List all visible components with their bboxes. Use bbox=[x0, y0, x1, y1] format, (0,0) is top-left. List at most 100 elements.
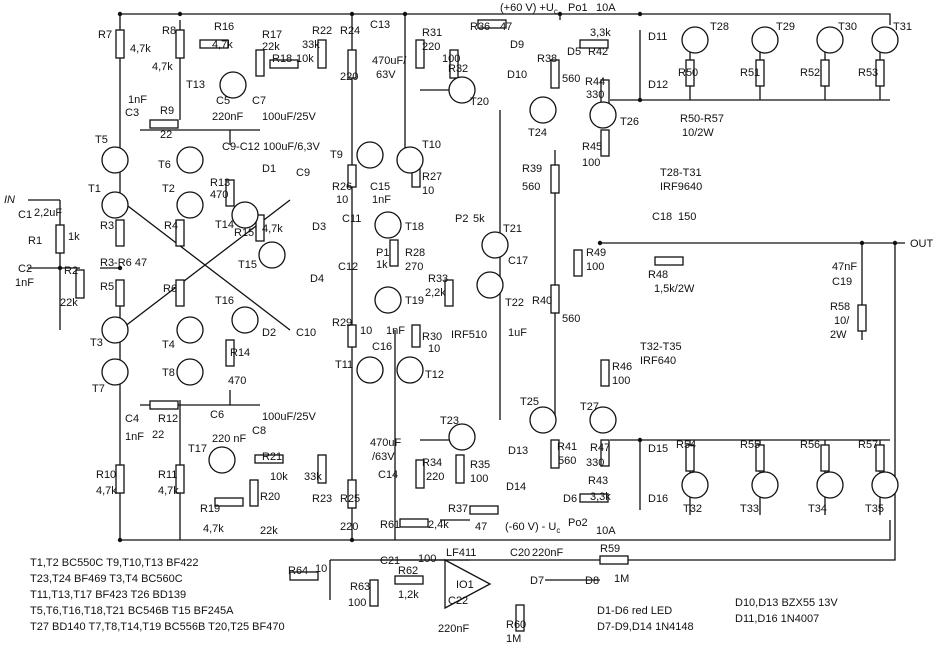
c21-label: C21 bbox=[380, 555, 400, 567]
d12-label: D12 bbox=[648, 79, 668, 91]
r17-value: 22k bbox=[262, 41, 280, 53]
r5-label: R5 bbox=[100, 281, 114, 293]
r32-label: R32 bbox=[448, 63, 468, 75]
r45-value: 100 bbox=[582, 157, 600, 169]
c19-value: 47nF bbox=[832, 261, 857, 273]
r50r57-value: 10/2W bbox=[682, 127, 714, 139]
r15-label: R15 bbox=[234, 227, 254, 239]
r51-label: R51 bbox=[740, 67, 760, 79]
c9c12-label: C9-C12 100uF/6,3V bbox=[222, 141, 320, 153]
r47-label: R47 bbox=[590, 442, 610, 454]
c15-value: 1nF bbox=[372, 194, 391, 206]
t22-label: T22 bbox=[505, 297, 524, 309]
r34-value: 220 bbox=[426, 471, 444, 483]
r27-label: R27 bbox=[422, 171, 442, 183]
t16-label: T16 bbox=[215, 295, 234, 307]
r4-label: R4 bbox=[164, 220, 178, 232]
c8-label: C8 bbox=[252, 425, 266, 437]
r58-value: 10/ bbox=[834, 315, 850, 327]
c15-label: C15 bbox=[370, 181, 390, 193]
r46-value: 100 bbox=[612, 375, 630, 387]
c6-value: 220 nF bbox=[212, 433, 247, 445]
p1-label: P1 bbox=[376, 247, 389, 259]
r64-value: 10 bbox=[315, 563, 327, 575]
r59-label: R59 bbox=[600, 543, 620, 555]
parts-notes: T1,T2 BC550C T9,T10,T13 BF422 T23,T24 BF… bbox=[30, 557, 838, 633]
r20-label: R20 bbox=[260, 491, 280, 503]
r24-label: R24 bbox=[340, 25, 360, 37]
c8-value: 100uF/25V bbox=[262, 411, 316, 423]
t23-label: T23 bbox=[440, 415, 459, 427]
output-label: OUT bbox=[910, 238, 934, 250]
r30-value: 10 bbox=[428, 343, 440, 355]
d8-label: D8 bbox=[585, 575, 599, 587]
neg-rail-label: (-60 V) - Uc bbox=[505, 521, 560, 535]
r59-value: 1M bbox=[614, 573, 629, 585]
r23-label: R23 bbox=[312, 493, 332, 505]
r13-label: R13 bbox=[210, 177, 230, 189]
r29-value: 10 bbox=[360, 325, 372, 337]
r16-value: 4,7k bbox=[212, 39, 233, 51]
d2-label: D2 bbox=[262, 327, 276, 339]
t24-label: T24 bbox=[528, 127, 547, 139]
c3-label: C3 bbox=[125, 107, 139, 119]
c18-label: C18 bbox=[652, 211, 672, 223]
r3r6-label: R3-R6 47 bbox=[100, 257, 147, 269]
irf510-label: IRF510 bbox=[451, 329, 487, 341]
r10-label: R10 bbox=[96, 469, 116, 481]
note-line-5: T27 BD140 T7,T8,T14,T19 BC556B T20,T25 B… bbox=[30, 621, 285, 633]
r1-value: 1k bbox=[68, 231, 80, 243]
c12-label: C12 bbox=[338, 261, 358, 273]
r21-label: R21 bbox=[262, 451, 282, 463]
d4-label: D4 bbox=[310, 273, 324, 285]
r53-label: R53 bbox=[858, 67, 878, 79]
fuse1-label: Po1 bbox=[568, 2, 588, 14]
r45-label: R45 bbox=[582, 141, 602, 153]
c22-label: C22 bbox=[448, 595, 468, 607]
io1-label: IO1 bbox=[456, 579, 474, 591]
t15-label: T15 bbox=[238, 259, 257, 271]
t1-label: T1 bbox=[88, 183, 101, 195]
r15-value: 4,7k bbox=[262, 223, 283, 235]
r36-value: 47 bbox=[500, 21, 512, 33]
r62-label: R62 bbox=[398, 565, 418, 577]
c18-value: 150 bbox=[678, 211, 696, 223]
r6-label: R6 bbox=[163, 283, 177, 295]
r54-label: R54 bbox=[676, 439, 696, 451]
r11-value: 4,7k bbox=[158, 485, 179, 497]
c22-value: 220nF bbox=[438, 623, 469, 635]
r52-label: R52 bbox=[800, 67, 820, 79]
r46-label: R46 bbox=[612, 361, 632, 373]
r8-label: R8 bbox=[162, 25, 176, 37]
r41-value: 560 bbox=[558, 455, 576, 467]
r60-label: R60 bbox=[506, 619, 526, 631]
c5-value: 220nF bbox=[212, 111, 243, 123]
t5-label: T5 bbox=[95, 134, 108, 146]
r14-value: 470 bbox=[228, 375, 246, 387]
labels: (+60 V) +Uc (-60 V) - Uc Po1 10A Po2 10A… bbox=[4, 2, 934, 645]
r20-value: 22k bbox=[260, 525, 278, 537]
r56-label: R56 bbox=[800, 439, 820, 451]
c16-label: C16 bbox=[372, 341, 392, 353]
d1-label: D1 bbox=[262, 163, 276, 175]
d16-label: D16 bbox=[648, 493, 668, 505]
r19-label: R19 bbox=[200, 503, 220, 515]
r26-value: 10 bbox=[336, 194, 348, 206]
t11-label: T11 bbox=[335, 359, 353, 371]
r17-label: R17 bbox=[262, 29, 282, 41]
c4-value: 1nF bbox=[125, 431, 144, 443]
t8-label: T8 bbox=[162, 367, 175, 379]
r50-label: R50 bbox=[678, 67, 698, 79]
r55-label: R55 bbox=[740, 439, 760, 451]
transistors bbox=[101, 26, 899, 499]
r36-label: R36 bbox=[470, 21, 490, 33]
r38-label: R38 bbox=[537, 53, 557, 65]
r41-label: R41 bbox=[557, 441, 577, 453]
p1-value: 1k bbox=[376, 259, 388, 271]
diode-note-2: D7-D9,D14 1N4148 bbox=[597, 621, 694, 633]
p2-label: P2 bbox=[455, 213, 468, 225]
c17-label: C17 bbox=[508, 255, 528, 267]
t27-label: T27 bbox=[580, 401, 599, 413]
r61-label: R61 bbox=[380, 519, 400, 531]
